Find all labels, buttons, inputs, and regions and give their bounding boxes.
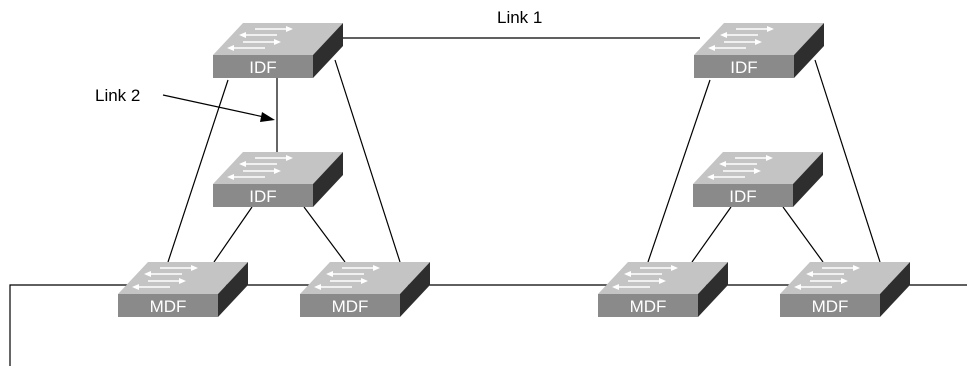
switch-left-top: IDF xyxy=(212,22,344,79)
switch-label: IDF xyxy=(730,58,757,77)
left-idf-to-mdf-b xyxy=(334,59,401,263)
switch-right-mdf-a: MDF xyxy=(597,261,729,318)
switch-left-mdf-b: MDF xyxy=(299,261,431,318)
switch-right-mdf-b: MDF xyxy=(779,261,911,318)
left-mid-to-mdf-b xyxy=(303,206,346,263)
switch-label: MDF xyxy=(150,297,187,316)
left-mid-to-mdf-a xyxy=(213,206,253,263)
right-mid-to-mdf-b xyxy=(782,206,824,263)
link-1-label: Link 1 xyxy=(497,8,542,27)
switch-label: IDF xyxy=(249,187,276,206)
switch-label: IDF xyxy=(249,58,276,77)
switch-label: MDF xyxy=(630,297,667,316)
switch-label: MDF xyxy=(332,297,369,316)
right-idf-to-mdf-a xyxy=(647,79,711,263)
switch-right-mid: IDF xyxy=(692,151,824,208)
switch-label: MDF xyxy=(812,297,849,316)
switch-label: IDF xyxy=(729,187,756,206)
link-2-pointer xyxy=(162,94,275,122)
left-idf-to-mdf-a xyxy=(167,79,229,263)
switch-left-mdf-a: MDF xyxy=(117,261,249,318)
right-mid-to-mdf-a xyxy=(691,206,732,263)
link-2-label: Link 2 xyxy=(95,86,140,105)
right-idf-to-mdf-b xyxy=(814,59,881,263)
switch-right-top: IDF xyxy=(693,22,825,79)
switch-left-mid: IDF xyxy=(212,151,344,208)
